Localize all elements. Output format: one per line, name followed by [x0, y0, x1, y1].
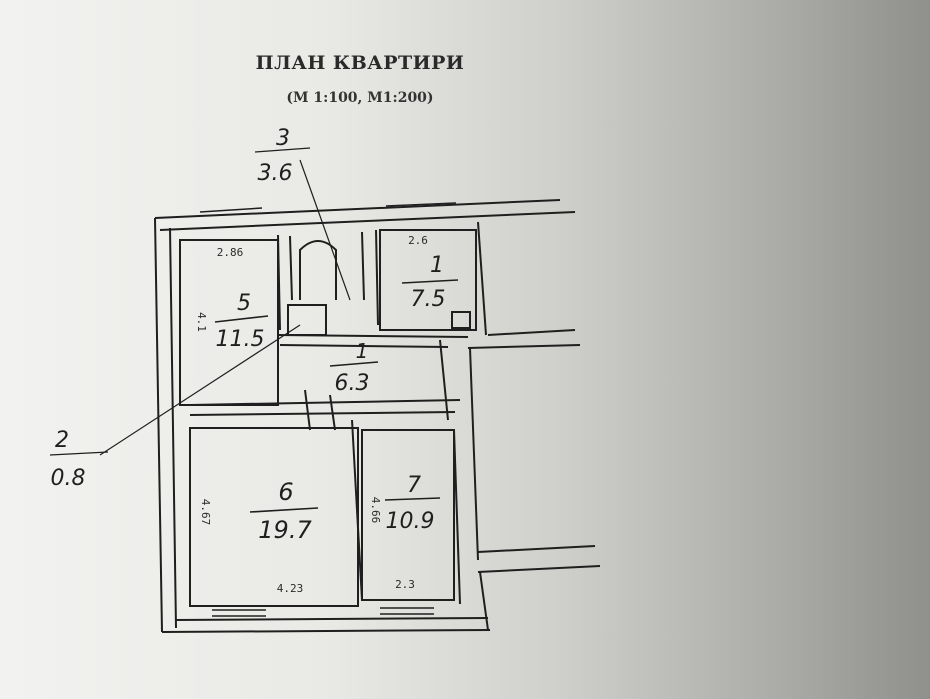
dim-room1-width: 2.6 — [408, 234, 428, 247]
room-7-number: 7 — [407, 473, 421, 498]
room-2-area: 0.8 — [51, 466, 86, 491]
room-6-area: 19.7 — [258, 516, 312, 544]
plan-title: ПЛАН КВАРТИРИ — [255, 52, 465, 74]
dim-room5-height: 4.1 — [195, 312, 208, 332]
dim-room7-height: 4.66 — [369, 497, 382, 524]
walls — [49, 147, 601, 633]
room-1-hall-area: 6.3 — [335, 371, 370, 396]
dim-room5-width: 2.86 — [217, 246, 244, 259]
room-3-number: 3 — [276, 126, 290, 151]
dim-room7-width: 2.3 — [395, 578, 415, 591]
room-7-area: 10.9 — [386, 509, 435, 534]
room-6-number: 6 — [278, 478, 293, 506]
dim-room6-height: 4.67 — [199, 499, 212, 526]
plan-scale-subtitle: (М 1:100, М1:200) — [286, 90, 434, 106]
room-2-number: 2 — [55, 428, 69, 453]
label-bars — [214, 279, 459, 513]
room-1-number: 1 — [430, 253, 444, 278]
room-5-number: 5 — [237, 291, 251, 316]
room-5-area: 11.5 — [216, 327, 265, 352]
room-1-area: 7.5 — [411, 287, 446, 312]
room-1-hall-number: 1 — [356, 339, 369, 363]
room-3-area: 3.6 — [258, 161, 293, 186]
dim-room6-width: 4.23 — [277, 582, 304, 595]
